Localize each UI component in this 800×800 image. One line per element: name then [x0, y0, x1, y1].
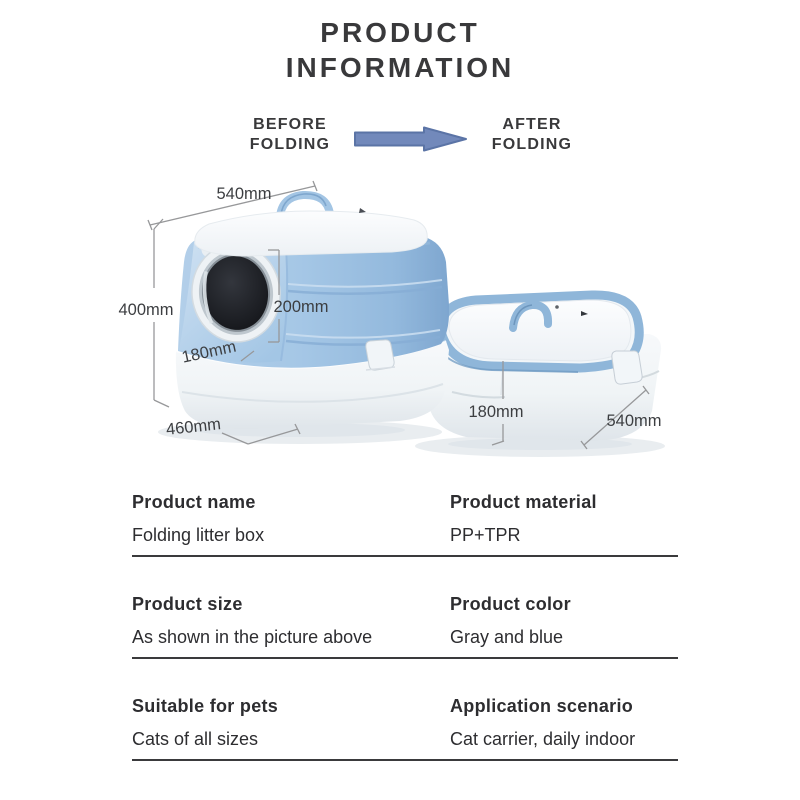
before-folding-line1: BEFORE: [253, 116, 327, 133]
dim-after-height: 180mm: [468, 403, 523, 421]
arrow-right-icon: [354, 126, 468, 152]
before-latch: [365, 339, 395, 371]
spec-value: Cats of all sizes: [132, 729, 259, 749]
spec-label: Product size: [132, 594, 243, 614]
spec-label: Product name: [132, 492, 256, 512]
spec-cell-product-size: Product size As shown in the picture abo…: [132, 594, 450, 648]
spec-cell-product-color: Product color Gray and blue: [450, 594, 678, 648]
before-folding-line2: FOLDING: [249, 136, 331, 153]
spec-row-2: Product size As shown in the picture abo…: [132, 594, 678, 659]
spec-label: Application scenario: [450, 696, 634, 716]
after-folding-label: AFTER FOLDING: [467, 115, 597, 155]
litter-box-before: [158, 190, 450, 444]
before-folding-label: BEFORE FOLDING: [225, 115, 355, 155]
spec-label: Product material: [450, 492, 597, 512]
spec-cell-product-name: Product name Folding litter box: [132, 492, 450, 546]
dim-after-width: 540mm: [606, 412, 661, 430]
dimension-lines: [147, 180, 650, 450]
after-latch: [611, 350, 643, 385]
after-folding-line2: FOLDING: [491, 136, 573, 153]
before-lid: [194, 210, 428, 257]
page-title: PRODUCT INFORMATION: [0, 15, 800, 85]
spec-row-3: Suitable for pets Cats of all sizes Appl…: [132, 696, 678, 761]
spec-cell-application-scenario: Application scenario Cat carrier, daily …: [450, 696, 678, 750]
arrow-right-shape: [354, 126, 467, 152]
page-title-line2: INFORMATION: [285, 52, 515, 83]
dim-before-door-height: 200mm: [273, 298, 328, 316]
spec-value: As shown in the picture above: [132, 627, 373, 647]
dim-before-top-width: 540mm: [216, 185, 271, 203]
door-opening: [203, 256, 269, 330]
spec-value: Cat carrier, daily indoor: [450, 729, 636, 749]
after-folding-line1: AFTER: [502, 116, 562, 133]
spec-label: Suitable for pets: [132, 696, 279, 716]
spec-label: Product color: [450, 594, 571, 614]
spec-cell-suitable-pets: Suitable for pets Cats of all sizes: [132, 696, 450, 750]
page-title-line1: PRODUCT: [320, 17, 480, 48]
after-lid: [448, 299, 632, 362]
litter-box-after: [415, 290, 665, 457]
spec-table: Product name Folding litter box Product …: [132, 492, 678, 798]
spec-cell-product-material: Product material PP+TPR: [450, 492, 678, 546]
spec-row-1: Product name Folding litter box Product …: [132, 492, 678, 557]
dim-before-depth: 460mm: [165, 415, 222, 439]
spec-value: Gray and blue: [450, 627, 564, 647]
spec-value: PP+TPR: [450, 525, 521, 545]
product-diagram: 540mm 400mm 200mm 180mm 460mm 180mm 540m…: [118, 180, 665, 457]
spec-value: Folding litter box: [132, 525, 265, 545]
dim-before-height: 400mm: [118, 301, 173, 319]
